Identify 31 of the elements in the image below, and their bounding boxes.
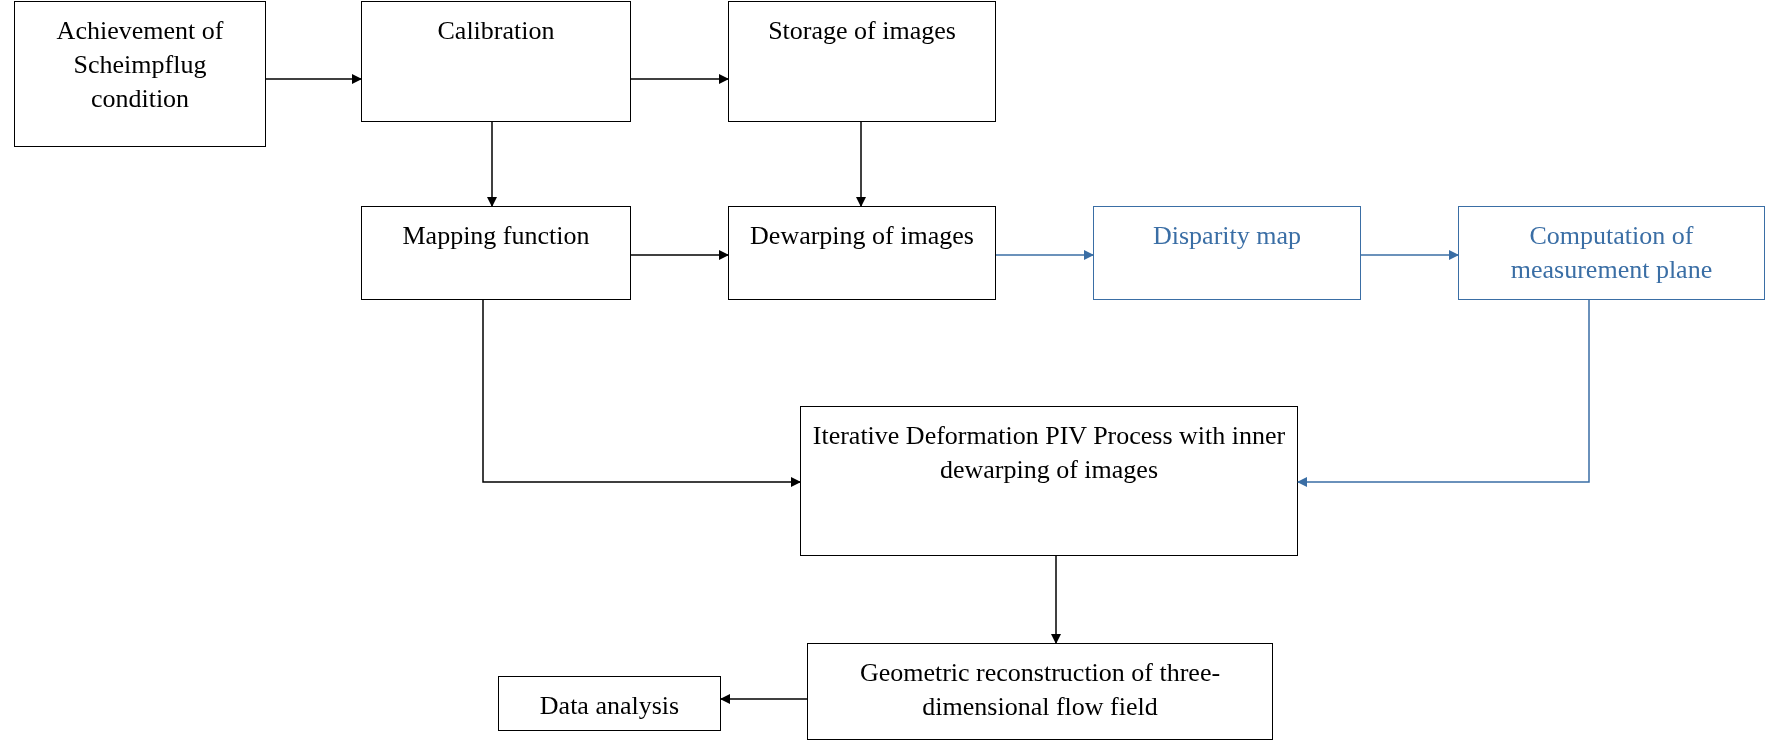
box-label: Dewarping of images (750, 220, 974, 252)
process-box (498, 676, 721, 731)
arrow (856, 121, 866, 207)
box-label: Disparity map (1153, 220, 1301, 252)
arrow (487, 121, 497, 207)
process-box (728, 1, 996, 122)
process-box (14, 1, 266, 147)
arrow (995, 250, 1094, 260)
process-box (361, 1, 631, 122)
arrow (720, 694, 808, 704)
box-label: Computation of measurement plane (1509, 220, 1714, 286)
arrow (630, 250, 729, 260)
box-label: Mapping function (402, 220, 590, 252)
arrow (1360, 250, 1459, 260)
process-box (361, 206, 631, 300)
box-label: Storage of images (768, 15, 956, 47)
box-label: Calibration (437, 15, 555, 47)
arrow (265, 74, 362, 84)
arrow (1051, 555, 1061, 644)
process-box (800, 406, 1298, 556)
box-label: Iterative Deformation PIV Process with inner dewarping of images (811, 420, 1287, 486)
arrow (482, 299, 801, 487)
process-box (807, 643, 1273, 740)
arrow (1297, 299, 1590, 487)
box-label: Geometric reconstruction of three-dimensional flow field (858, 657, 1222, 723)
box-label: Achievement of Scheimpflug condition (55, 15, 225, 115)
process-box (728, 206, 996, 300)
box-label: Data analysis (539, 690, 680, 722)
process-box (1093, 206, 1361, 300)
arrow (630, 74, 729, 84)
process-box (1458, 206, 1765, 300)
